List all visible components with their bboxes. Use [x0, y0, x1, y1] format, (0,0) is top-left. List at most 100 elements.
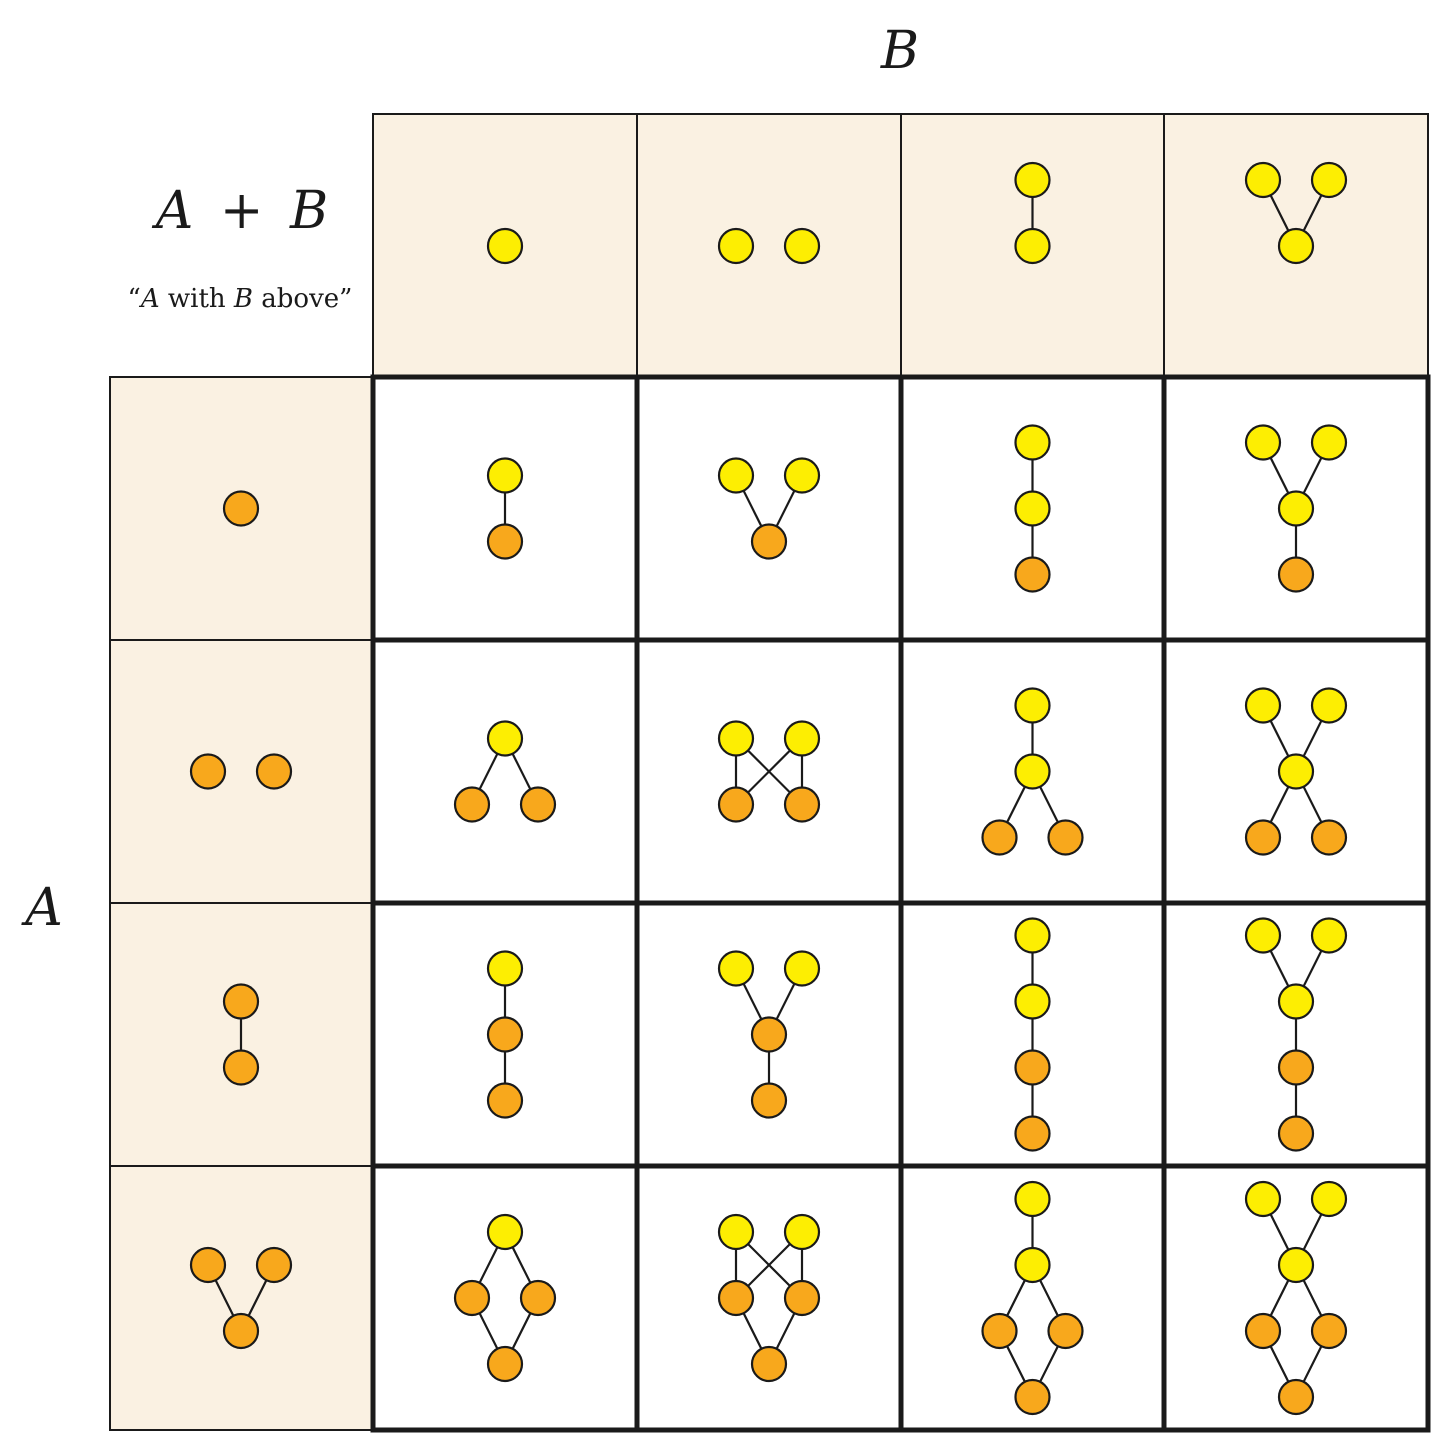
operation-a: A [152, 181, 194, 241]
sum-cell [634, 374, 904, 643]
a-element-node [519, 786, 557, 823]
b-element-node [717, 720, 755, 757]
a-element-node [1047, 1312, 1084, 1350]
b-header-cell [636, 113, 902, 378]
a-element-node [783, 786, 821, 823]
b-element-node [1014, 227, 1051, 265]
a-element-node [1014, 556, 1051, 593]
a-header-two-points [189, 753, 293, 790]
sum-cell [370, 1163, 640, 1433]
a-header-cell [109, 639, 373, 904]
a-header-cell [109, 1165, 373, 1431]
b-element-node [1310, 424, 1348, 461]
caption-a: A [139, 284, 160, 314]
a-element-node [222, 490, 260, 527]
a-header-cell [109, 902, 373, 1167]
b-element-node [486, 457, 524, 494]
a-element-node [1014, 1378, 1051, 1416]
operation-b: B [289, 181, 328, 241]
sum-vee-vee [1244, 1180, 1348, 1416]
a-element-node [519, 1279, 557, 1317]
a-element-node [981, 1312, 1018, 1350]
a-element-node [1277, 1049, 1315, 1086]
b-element-node [1014, 490, 1051, 527]
a-element-node [750, 1016, 788, 1053]
b-element-node [486, 950, 524, 987]
b-element-node [717, 1213, 755, 1251]
b-element-node [1277, 227, 1315, 265]
b-axis-label: B [880, 21, 919, 81]
a-element-node [750, 523, 788, 560]
sum-single-point-two-points [717, 457, 821, 560]
b-element-node [1014, 687, 1051, 724]
caption-open-quote: “ [128, 284, 141, 314]
b-element-node [717, 457, 755, 494]
a-element-node [717, 786, 755, 823]
a-element-node [189, 1246, 227, 1284]
b-element-node [783, 457, 821, 494]
b-element-node [1244, 917, 1282, 954]
b-element-node [1014, 1246, 1051, 1284]
b-element-node [1244, 161, 1282, 199]
b-header-single-point [486, 227, 524, 265]
operation-caption: “A with B above” [128, 284, 353, 314]
a-element-node [222, 1049, 260, 1086]
a-element-node [750, 1082, 788, 1119]
a-element-node [486, 1016, 524, 1053]
sum-cell [1161, 374, 1431, 643]
a-element-node [255, 753, 293, 790]
a-element-node [1014, 1049, 1051, 1086]
b-element-node [783, 950, 821, 987]
a-element-node [1310, 819, 1348, 856]
sum-vee-single-point [453, 1213, 557, 1383]
a-header-vee [189, 1246, 293, 1350]
b-header-two-points [717, 227, 821, 265]
a-element-node [222, 983, 260, 1020]
b-element-node [1014, 161, 1051, 199]
a-element-node [717, 1279, 755, 1317]
b-element-node [717, 227, 755, 265]
sum-grid [370, 374, 1431, 1433]
sum-vee-chain-of-two [981, 1180, 1084, 1416]
a-element-node [453, 1279, 491, 1317]
b-element-node [783, 227, 821, 265]
a-element-node [1244, 1312, 1282, 1350]
b-element-node [486, 227, 524, 265]
b-element-node [486, 1213, 524, 1251]
a-row-headers [109, 376, 373, 1431]
sum-chain-of-two-single-point [486, 950, 524, 1119]
caption-b: B [233, 284, 253, 314]
b-element-node [1277, 983, 1315, 1020]
a-header-single-point [222, 490, 260, 527]
caption-above: above” [253, 284, 352, 314]
b-element-node [1310, 161, 1348, 199]
sum-single-point-single-point [486, 457, 524, 560]
a-element-node [783, 1279, 821, 1317]
caption-with: with [160, 284, 234, 314]
sum-two-points-two-points [717, 720, 821, 823]
b-element-node [1310, 687, 1348, 724]
sum-single-point-vee [1244, 424, 1348, 593]
b-element-node [1277, 1246, 1315, 1284]
a-element-node [1277, 1115, 1315, 1152]
sum-chain-of-two-two-points [717, 950, 821, 1119]
operation-plus: + [220, 181, 264, 241]
a-element-node [750, 1345, 788, 1383]
sum-vee-two-points [717, 1213, 821, 1383]
b-element-node [1014, 917, 1051, 954]
a-element-node [1047, 819, 1084, 856]
sum-cell [634, 1163, 904, 1433]
a-element-node [222, 1312, 260, 1350]
b-element-node [783, 720, 821, 757]
b-element-node [1014, 1180, 1051, 1218]
a-element-node [486, 1082, 524, 1119]
b-element-node [783, 1213, 821, 1251]
b-header-vee [1244, 161, 1348, 265]
b-element-node [1277, 490, 1315, 527]
sum-cell [370, 637, 640, 906]
a-element-node [189, 753, 227, 790]
a-element-node [255, 1246, 293, 1284]
a-element-node [1014, 1115, 1051, 1152]
b-element-node [486, 720, 524, 757]
